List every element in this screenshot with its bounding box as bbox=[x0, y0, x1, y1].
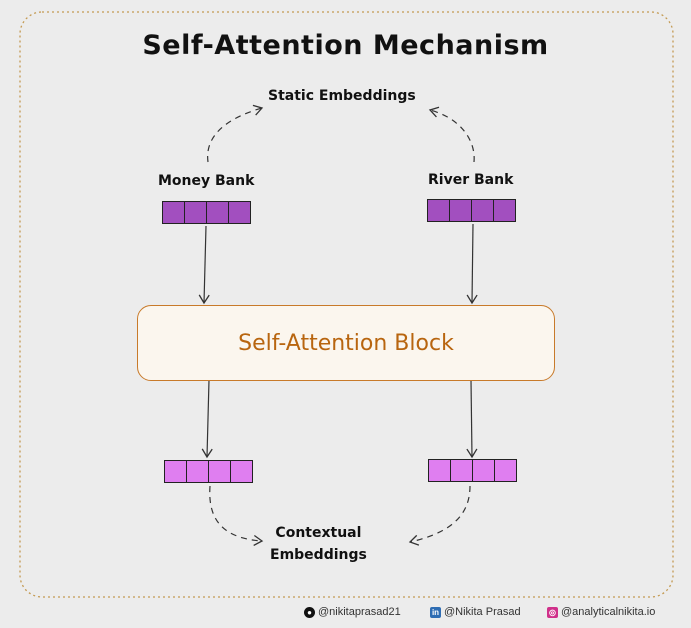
vector-cell bbox=[207, 202, 229, 223]
arrow-left-ctx-to-label bbox=[209, 485, 264, 547]
vector-cell bbox=[451, 460, 473, 481]
arrow-right-ctx-to-label bbox=[408, 485, 471, 546]
vector-cell bbox=[185, 202, 207, 223]
linkedin-icon: in bbox=[430, 606, 441, 618]
instagram-handle-text: @analyticalnikita.io bbox=[561, 606, 656, 618]
money-bank-static-vector bbox=[162, 201, 251, 224]
github-icon: ● bbox=[304, 606, 315, 618]
money-bank-label: Money Bank bbox=[158, 173, 255, 189]
money-bank-contextual-vector bbox=[164, 460, 253, 483]
self-attention-block-label: Self-Attention Block bbox=[238, 330, 454, 356]
github-handle-text: @nikitaprasad21 bbox=[318, 606, 401, 618]
arrow-river-to-block bbox=[466, 223, 478, 305]
vector-cell bbox=[165, 461, 187, 482]
vector-cell bbox=[473, 460, 495, 481]
contextual-label-line2: Embeddings bbox=[270, 547, 367, 563]
linkedin-handle-text: @Nikita Prasad bbox=[444, 606, 521, 618]
linkedin-handle[interactable]: in @Nikita Prasad bbox=[430, 606, 521, 618]
static-embeddings-label: Static Embeddings bbox=[268, 88, 416, 104]
vector-cell bbox=[472, 200, 494, 221]
vector-cell bbox=[495, 460, 516, 481]
river-bank-label: River Bank bbox=[428, 172, 514, 188]
arrow-river-to-static bbox=[428, 106, 475, 163]
arrow-block-to-right-ctx bbox=[466, 379, 478, 459]
river-bank-contextual-vector bbox=[428, 459, 517, 482]
arrow-block-to-left-ctx bbox=[201, 379, 213, 459]
arrow-money-to-block bbox=[198, 225, 210, 305]
vector-cell bbox=[231, 461, 252, 482]
arrow-money-to-static bbox=[207, 104, 264, 163]
vector-cell bbox=[229, 202, 250, 223]
instagram-handle[interactable]: ◎ @analyticalnikita.io bbox=[547, 606, 655, 618]
vector-cell bbox=[428, 200, 450, 221]
self-attention-block: Self-Attention Block bbox=[137, 305, 555, 381]
vector-cell bbox=[209, 461, 231, 482]
vector-cell bbox=[163, 202, 185, 223]
vector-cell bbox=[187, 461, 209, 482]
river-bank-static-vector bbox=[427, 199, 516, 222]
vector-cell bbox=[494, 200, 515, 221]
github-handle[interactable]: ● @nikitaprasad21 bbox=[304, 606, 401, 618]
contextual-label-line1: Contextual bbox=[275, 525, 362, 541]
vector-cell bbox=[450, 200, 472, 221]
instagram-icon: ◎ bbox=[547, 606, 558, 618]
contextual-embeddings-label: Contextual Embeddings bbox=[270, 522, 367, 566]
diagram-title: Self-Attention Mechanism bbox=[142, 30, 549, 61]
vector-cell bbox=[429, 460, 451, 481]
